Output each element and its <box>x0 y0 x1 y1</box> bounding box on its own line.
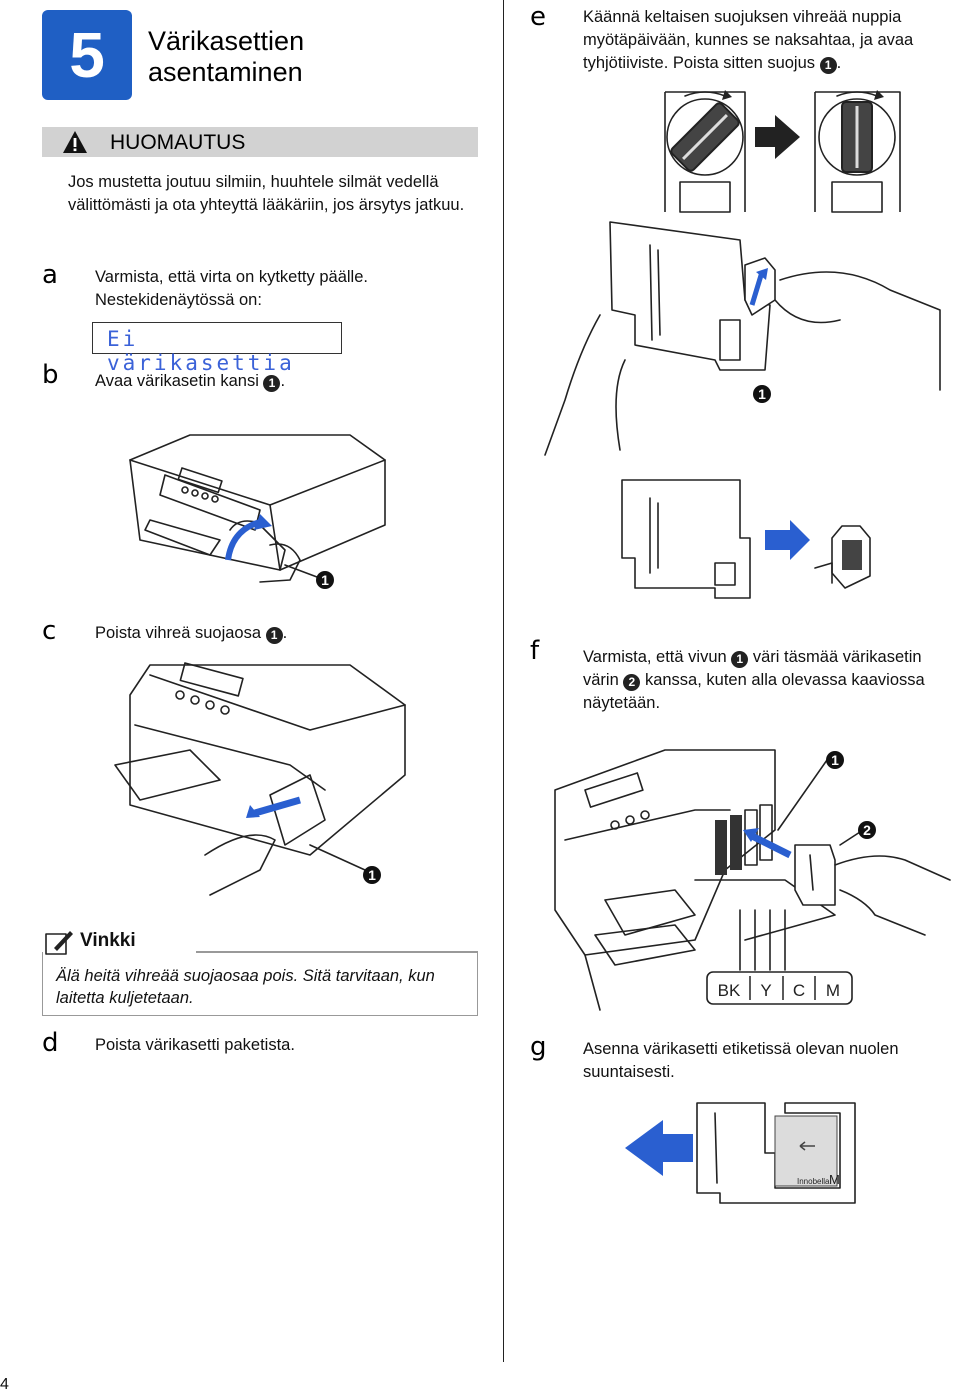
step-a-text: Varmista, että virta on kytketty päälle.… <box>95 268 368 309</box>
tip-label: Vinkki <box>80 930 136 951</box>
label-m: M <box>826 981 840 1000</box>
callout-badge: 1 <box>265 627 283 644</box>
callout-1-icon <box>753 385 771 403</box>
remove-cap-figure: 1 <box>544 221 941 456</box>
cartridge-brand: Innobella <box>797 1177 830 1186</box>
step-b-text: Avaa värikasetin kansi 1. <box>95 370 285 393</box>
cartridge-cap-removed-figure <box>621 479 871 599</box>
lcd-display: Ei värikasettia <box>92 322 342 375</box>
callout-2-label: 2 <box>863 822 871 838</box>
callout-badge-1: 1 <box>731 651 749 668</box>
remove-protective-part-figure: 1 <box>114 662 406 896</box>
callout-1-label: 1 <box>321 572 329 588</box>
step-g-text: Asenna värikasetti etiketissä olevan nuo… <box>583 1040 899 1081</box>
callout-1-icon <box>316 571 334 589</box>
lcd-message: Ei värikasettia <box>107 327 295 375</box>
callout-badge: 1 <box>819 57 837 74</box>
step-letter-e: e <box>530 2 546 32</box>
step-letter-a: a <box>42 260 58 290</box>
step-c-punct: . <box>282 624 288 642</box>
column-divider <box>503 0 504 1362</box>
callout-1-label: 1 <box>758 386 766 402</box>
cartridge-color: M <box>829 1172 840 1187</box>
pencil-note-icon <box>45 931 73 955</box>
step-c-text: Poista vihreä suojaosa 1. <box>95 622 287 645</box>
printer-open-cover-figure: 1 <box>129 434 386 589</box>
callout-badge-2: 2 <box>623 674 641 691</box>
open-arrow <box>225 519 261 561</box>
step-c-label: Poista vihreä suojaosa <box>95 624 262 642</box>
tip-divider <box>196 951 478 953</box>
step-e-punct: . <box>836 54 842 72</box>
step-d-text: Poista värikasetti paketista. <box>95 1036 295 1054</box>
step-f-label-3: kanssa, kuten alla olevassa kaaviossa nä… <box>583 671 925 712</box>
right-arrow-icon <box>765 520 810 560</box>
install-cartridge-figure: 1 2 BK Y C M <box>554 749 951 1011</box>
callout-1-label: 1 <box>831 752 839 768</box>
cartridge-direction-figure: Innobella M <box>625 1102 856 1204</box>
pull-arrow <box>254 796 301 817</box>
step-e-text: Käännä keltaisen suojuksen vihreää nuppi… <box>583 6 953 75</box>
step-letter-g: g <box>530 1032 547 1062</box>
step-f-label-2: väri täsmää värikasetin värin <box>583 648 922 689</box>
step-number-badge: 5 <box>42 10 132 100</box>
step-b-label: Avaa värikasetin kansi <box>95 372 259 390</box>
right-arrow-icon <box>755 115 800 159</box>
callout-1-icon <box>363 866 381 884</box>
step-letter-d: d <box>42 1028 59 1058</box>
section-title: Värikasettien asentaminen <box>148 26 305 87</box>
label-bk: BK <box>718 981 741 1000</box>
callout-1-label: 1 <box>368 867 376 883</box>
callout-badge: 1 <box>263 375 281 392</box>
tip-text: Älä heitä vihreää suojaosaa pois. Sitä t… <box>56 967 435 1007</box>
callout-2-icon <box>858 821 876 839</box>
caution-text: Jos mustetta joutuu silmiin, huuhtele si… <box>68 173 465 214</box>
step-b-punct: . <box>280 372 286 390</box>
caution-bar: HUOMAUTUS <box>42 127 478 157</box>
label-c: C <box>793 981 805 1000</box>
step-f-text: Varmista, että vivun 1 väri täsmää värik… <box>583 646 959 715</box>
step-e-label: Käännä keltaisen suojuksen vihreää nuppi… <box>583 8 914 72</box>
label-y: Y <box>760 981 771 1000</box>
knob-turn-figure <box>664 90 901 213</box>
warning-icon <box>63 131 87 153</box>
step-letter-c: c <box>42 616 57 646</box>
left-arrow-icon <box>625 1120 693 1176</box>
step-letter-b: b <box>42 360 59 390</box>
tip-box <box>42 952 478 1016</box>
step-f-label-1: Varmista, että vivun <box>583 648 727 666</box>
insert-arrow <box>748 831 792 859</box>
step-letter-f: f <box>530 636 540 666</box>
caution-label: HUOMAUTUS <box>110 131 246 154</box>
page-number: 4 <box>0 1376 9 1393</box>
callout-1-icon <box>826 751 844 769</box>
